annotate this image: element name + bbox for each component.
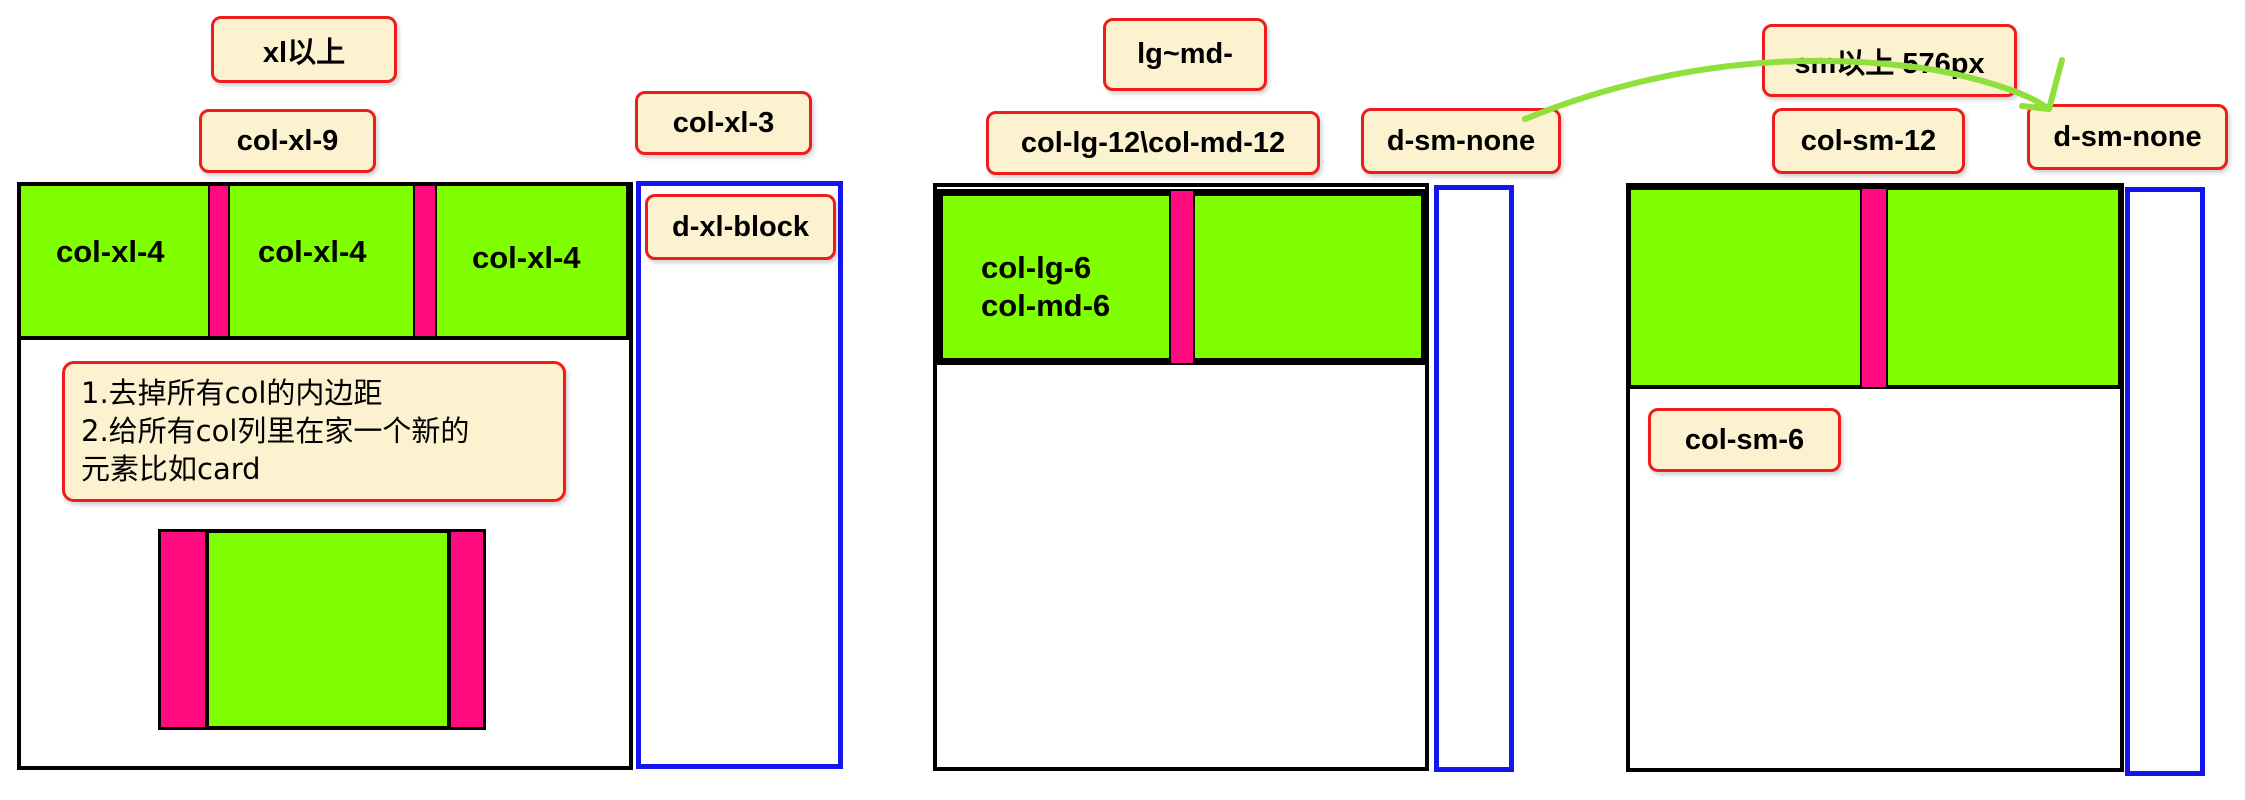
lg-md-header-label: lg~md- [1103,18,1267,91]
arrow-head [2019,57,2065,112]
gutter-1 [208,186,230,336]
gutter-2 [413,186,437,336]
cell-lg-line-2: col-md-6 [981,288,1111,323]
d-xl-block-label: d-xl-block [645,194,836,260]
cell-xl-2: col-xl-4 [258,234,367,269]
arrow-shaft [1522,57,2050,122]
note-line-3: 元素比如card [81,452,261,486]
d-sm-none-label-sm: d-sm-none [2027,104,2228,170]
card-content [205,529,451,730]
gutter-sm [1860,189,1888,387]
side-column-sm [2125,187,2205,776]
col-lg-12-label: col-lg-12\col-md-12 [986,111,1320,175]
row-xl [17,182,630,340]
col-xl-3-label: col-xl-3 [635,91,812,155]
col-sm-12-label: col-sm-12 [1772,108,1965,174]
side-column-lg [1434,185,1514,772]
note-line-2: 2.给所有col列里在家一个新的 [81,414,470,448]
cell-lg-line-1: col-lg-6 [981,250,1092,285]
cell-xl-1: col-xl-4 [56,234,165,269]
note-box: 1.去掉所有col的内边距 2.给所有col列里在家一个新的 元素比如card [62,361,566,502]
col-sm-6-label: col-sm-6 [1648,408,1841,472]
xl-header-label: xl以上 [211,16,397,83]
cell-xl-3: col-xl-4 [472,240,581,275]
col-xl-9-label: col-xl-9 [199,109,376,173]
note-line-1: 1.去掉所有col的内边距 [81,376,383,410]
side-column-xl [636,181,843,769]
gutter-lg [1169,191,1195,363]
